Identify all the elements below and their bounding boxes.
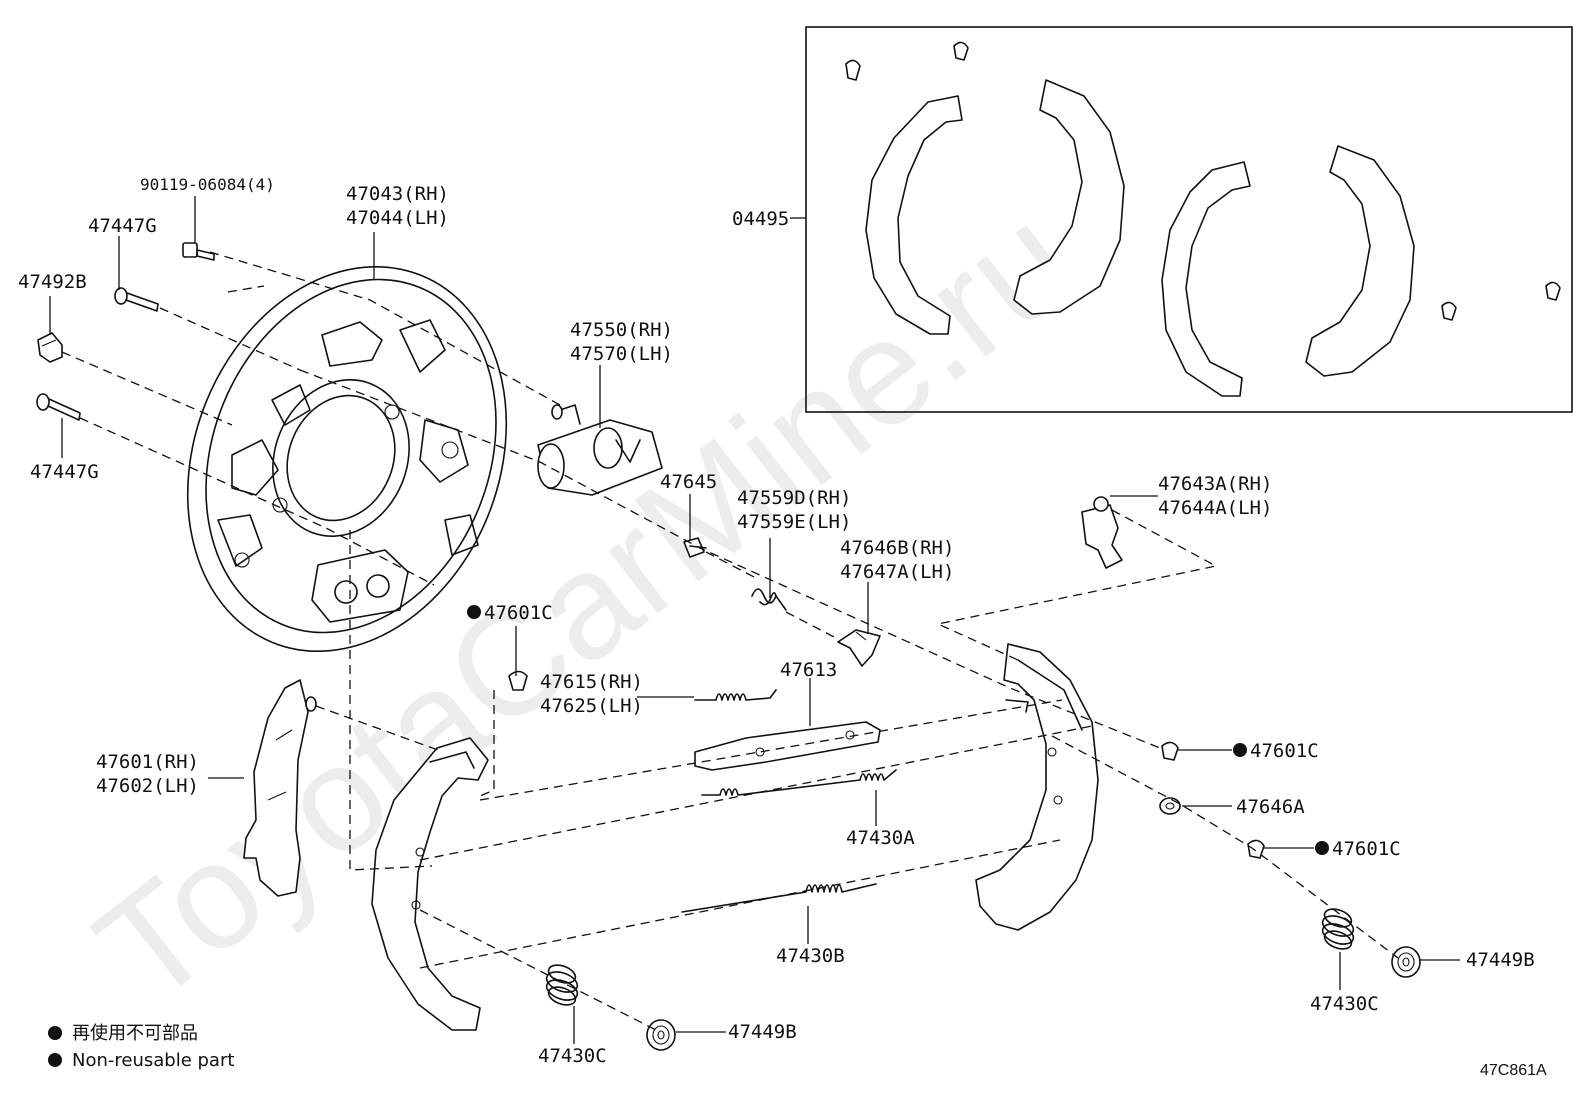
label-spring-47430b[interactable]: 47430B xyxy=(776,945,845,967)
label-plug-47492b[interactable]: 47492B xyxy=(18,271,87,293)
pin-icon[interactable] xyxy=(36,393,81,421)
diagram-code: 47C861A xyxy=(1480,1062,1547,1079)
label-bolt-90119[interactable]: 90119-06084(4) xyxy=(140,175,275,194)
label-lever-47644a[interactable]: 47644A(LH) xyxy=(1158,497,1272,519)
label-cup-47449b-left[interactable]: 47449B xyxy=(728,1021,797,1043)
adjusting-lever-icon[interactable] xyxy=(837,629,881,667)
brake-shoe-icon[interactable] xyxy=(371,737,489,1031)
label-lever-47643a[interactable]: 47643A(RH) xyxy=(1158,473,1272,495)
brake-shoe-icon[interactable] xyxy=(975,643,1099,931)
label-pin-47447g-bottom[interactable]: 47447G xyxy=(30,461,99,483)
leader-lines xyxy=(49,196,1460,1044)
legend-marker xyxy=(48,1053,62,1067)
label-cylinder-rh[interactable]: 47550(RH) xyxy=(570,319,673,341)
label-spring-47625[interactable]: 47625(LH) xyxy=(540,695,643,717)
plug-icon[interactable] xyxy=(37,332,63,363)
label-lever-47602[interactable]: 47602(LH) xyxy=(96,775,199,797)
strut-icon[interactable] xyxy=(694,721,881,771)
legend-japanese: 再使用不可部品 xyxy=(72,1023,198,1044)
hold-down-pin-icon[interactable] xyxy=(1161,741,1179,761)
washer-icon[interactable] xyxy=(1159,797,1181,815)
return-spring-icon[interactable] xyxy=(701,769,897,796)
wheel-cylinder-icon[interactable] xyxy=(537,404,663,496)
label-washer-47646a[interactable]: 47646A xyxy=(1236,796,1305,818)
label-kit-04495[interactable]: 04495 xyxy=(732,208,789,230)
non-reusable-marker xyxy=(1233,743,1247,757)
label-lever-47601[interactable]: 47601(RH) xyxy=(96,751,199,773)
label-spring-47430a[interactable]: 47430A xyxy=(846,827,915,849)
hold-down-pin-icon[interactable] xyxy=(508,670,528,691)
hold-down-spring-icon[interactable] xyxy=(1320,906,1356,953)
hold-down-pin-icon[interactable] xyxy=(1247,839,1265,859)
label-spring-47559e[interactable]: 47559E(LH) xyxy=(737,511,851,533)
label-spring-47615[interactable]: 47615(RH) xyxy=(540,671,643,693)
spring-cup-icon[interactable] xyxy=(646,1019,676,1051)
return-spring-icon[interactable] xyxy=(694,689,777,701)
adjuster-spring-icon[interactable] xyxy=(751,588,787,611)
watermark: ToyotaCarMine.ru xyxy=(66,174,1102,1035)
label-strut-47613[interactable]: 47613 xyxy=(780,659,837,681)
legend-marker xyxy=(48,1026,62,1040)
label-spring-47430c-left[interactable]: 47430C xyxy=(538,1045,607,1067)
label-lever-47646b[interactable]: 47646B(RH) xyxy=(840,537,954,559)
label-plate-rh[interactable]: 47043(RH) xyxy=(346,183,449,205)
legend-english: Non-reusable part xyxy=(72,1050,234,1071)
non-reusable-marker xyxy=(467,605,481,619)
label-cylinder-lh[interactable]: 47570(LH) xyxy=(570,343,673,365)
non-reusable-marker xyxy=(1315,841,1329,855)
label-bleeder-47645[interactable]: 47645 xyxy=(660,471,717,493)
pin-icon[interactable] xyxy=(114,287,159,312)
spring-cup-icon[interactable] xyxy=(1391,946,1421,978)
part-labels: 90119-06084(4) 47043(RH) 47044(LH) 47447… xyxy=(18,175,1535,1067)
assembly-lines xyxy=(61,251,1399,1033)
label-clip-47601c-3[interactable]: 47601C xyxy=(1332,838,1401,860)
label-plate-lh[interactable]: 47044(LH) xyxy=(346,207,449,229)
label-clip-47601c-1[interactable]: 47601C xyxy=(484,602,553,624)
label-spring-47559d[interactable]: 47559D(RH) xyxy=(737,487,851,509)
shoe-kit-box xyxy=(805,26,1573,413)
shoe-kit-contents xyxy=(845,41,1561,397)
parking-lever-icon[interactable] xyxy=(243,679,317,897)
return-spring-icon[interactable] xyxy=(681,883,877,913)
backing-plate-icon[interactable] xyxy=(132,218,562,699)
label-spring-47430c-right[interactable]: 47430C xyxy=(1310,993,1379,1015)
label-pin-47447g-top[interactable]: 47447G xyxy=(88,215,157,237)
hold-down-spring-icon[interactable] xyxy=(544,962,580,1009)
label-lever-47647a[interactable]: 47647A(LH) xyxy=(840,561,954,583)
bolt-icon[interactable] xyxy=(182,242,215,261)
label-clip-47601c-2[interactable]: 47601C xyxy=(1250,740,1319,762)
parking-lever-icon[interactable] xyxy=(1081,496,1123,569)
label-cup-47449b-right[interactable]: 47449B xyxy=(1466,949,1535,971)
